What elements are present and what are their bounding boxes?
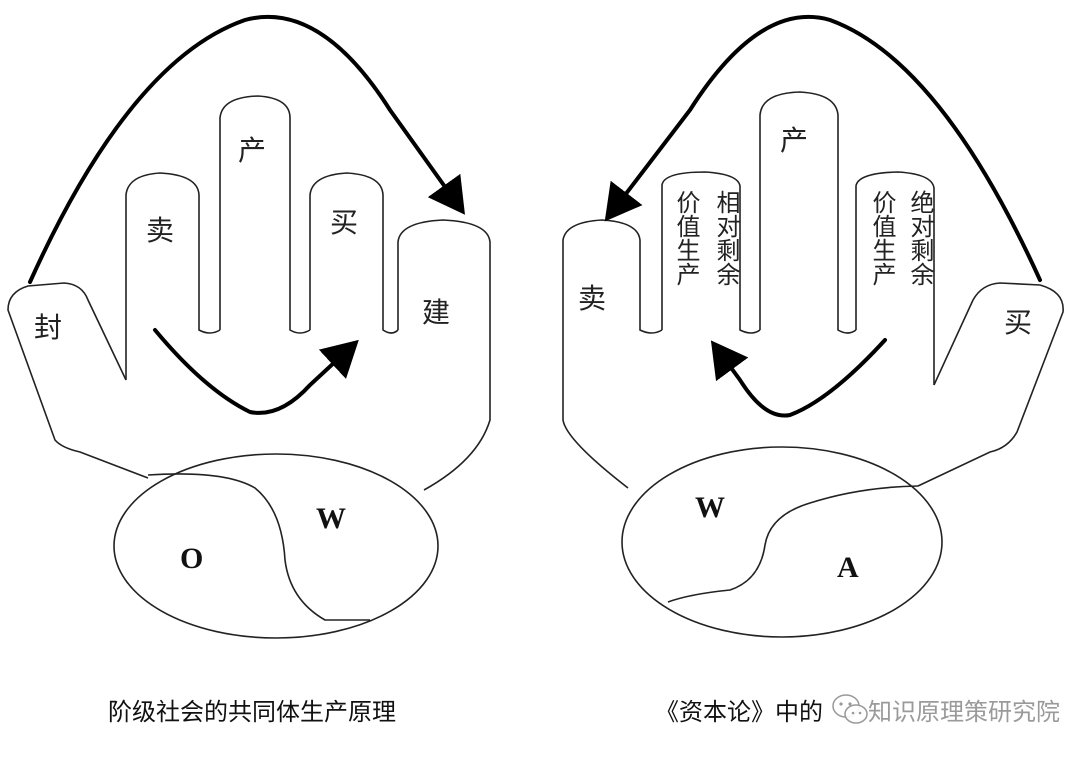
right-finger-label: 产 [780, 124, 808, 157]
wechat-icon [832, 694, 868, 724]
right-ellipse [621, 446, 943, 638]
left-caption: 阶级社会的共同体生产原理 [108, 698, 396, 726]
left-finger-label: 买 [330, 206, 358, 239]
left-ellipse-label-w: W [316, 502, 346, 535]
right-ellipse-label-a: A [837, 551, 859, 584]
left-thumb-outline [7, 282, 149, 479]
watermark-text: 知识原理策研究院 [868, 698, 1060, 726]
right-hand: 卖 产 买 价值生产 相对剩余 价值生产 绝对剩余 W A [562, 14, 1064, 638]
left-ellipse-label-o: O [180, 542, 203, 575]
right-ellipse-label-w: W [695, 491, 725, 524]
right-outer-arrow [604, 14, 1042, 282]
left-finger-chan-outline [219, 95, 311, 334]
right-vertical-label: 相对剩余 [712, 190, 740, 286]
left-finger-jian-outline [397, 219, 491, 491]
right-finger-label: 卖 [578, 282, 606, 315]
left-finger-label: 产 [238, 134, 266, 167]
right-vertical-label: 绝对剩余 [906, 190, 934, 286]
left-outer-arrow [28, 14, 465, 284]
left-finger-label: 卖 [146, 214, 174, 247]
left-finger-mai3-outline [309, 172, 399, 334]
right-finger-relative-outline [661, 171, 761, 334]
right-finger-absolute-outline [855, 171, 935, 385]
right-inner-arrow [710, 338, 887, 418]
right-finger-mai4-outline [562, 219, 663, 489]
left-inner-arrow [153, 328, 359, 415]
left-ellipse [113, 453, 439, 639]
left-hand: 封 卖 产 买 建 O W [7, 14, 491, 639]
left-ellipse-divider [147, 473, 370, 621]
watermark: 知识原理策研究院 [832, 690, 1060, 730]
right-ellipse-divider [667, 485, 919, 603]
right-vertical-label: 价值生产 [672, 190, 700, 286]
right-caption: 《资本论》中的 [655, 698, 823, 726]
left-finger-label: 建 [422, 296, 450, 329]
right-vertical-label: 价值生产 [868, 190, 896, 286]
right-finger-chan-outline [759, 91, 857, 334]
left-thumb-label: 封 [34, 311, 62, 344]
right-thumb-label: 买 [1004, 306, 1032, 339]
right-thumb-outline [917, 282, 1064, 487]
left-finger-mai4-outline [125, 172, 221, 380]
